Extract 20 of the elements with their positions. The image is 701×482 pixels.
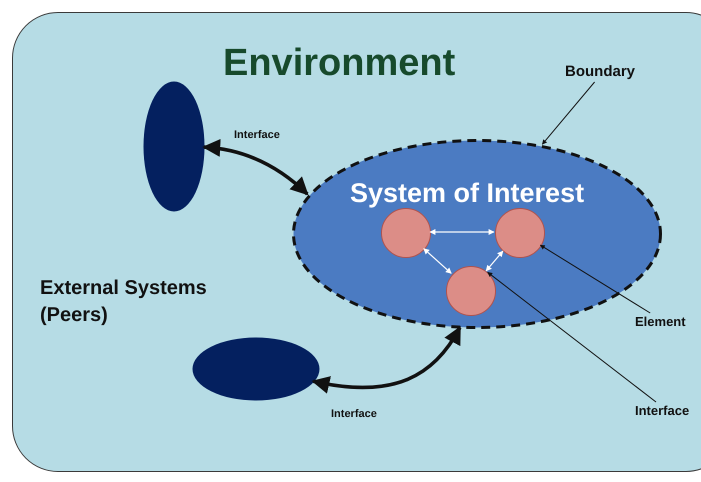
leader-line [542,82,596,145]
element-label: Element [635,314,695,331]
leader-line [540,244,651,314]
boundary-label: Boundary [565,63,643,83]
external-system-ellipse [143,81,205,212]
interface-label: Interface [635,403,701,420]
environment-area [12,12,701,472]
arrow [423,248,452,274]
element-circle [381,208,431,258]
system-title: System of Interest [350,179,584,209]
element-circle [446,266,496,316]
element-circle [495,208,545,258]
leader-line [487,272,656,402]
arrow [429,229,495,235]
arrow [311,326,462,394]
external-system-ellipse [192,337,320,401]
arrow [202,139,309,196]
environment-title: Environment [223,43,456,85]
arrow [486,250,504,272]
external-systems-label: External Systems (Peers) [40,276,208,328]
